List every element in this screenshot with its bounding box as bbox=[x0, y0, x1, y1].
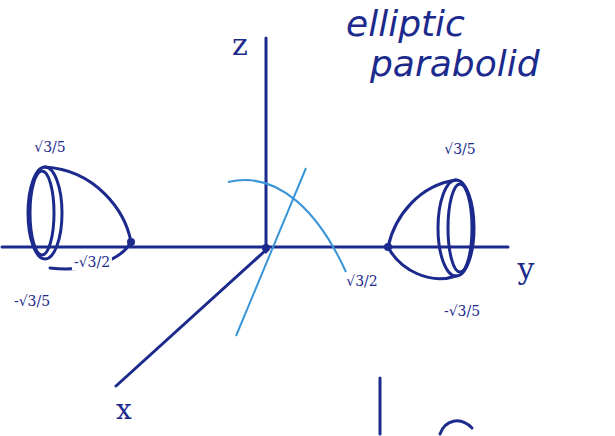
sketch-stroke bbox=[440, 421, 472, 434]
cross-section bbox=[448, 184, 472, 272]
cross-section bbox=[30, 171, 54, 255]
axis-label: z bbox=[230, 28, 250, 61]
cross-section bbox=[438, 180, 474, 276]
axis-label: y bbox=[516, 252, 537, 285]
y-axis bbox=[2, 246, 508, 249]
value-label: -√3/5 bbox=[442, 304, 482, 319]
sketch-stroke bbox=[379, 378, 382, 434]
note: elliptic parabolid bbox=[346, 4, 612, 83]
z-axis bbox=[265, 38, 268, 252]
value-label: √3/2 bbox=[344, 274, 379, 289]
value-label: -√3/5 bbox=[12, 294, 52, 309]
trace-line bbox=[236, 168, 306, 336]
sheet-curve bbox=[45, 167, 131, 269]
trace-curve bbox=[228, 180, 346, 272]
value-label: √3/5 bbox=[442, 142, 477, 157]
vertex-dot bbox=[384, 243, 392, 251]
value-label: √3/5 bbox=[32, 140, 67, 155]
axis-label: x bbox=[114, 395, 134, 426]
value-label: -√3/2 bbox=[72, 255, 112, 270]
origin-dot bbox=[262, 244, 270, 252]
vertex-dot bbox=[127, 238, 135, 246]
sheet-curve bbox=[388, 180, 456, 279]
cross-section bbox=[28, 167, 62, 259]
